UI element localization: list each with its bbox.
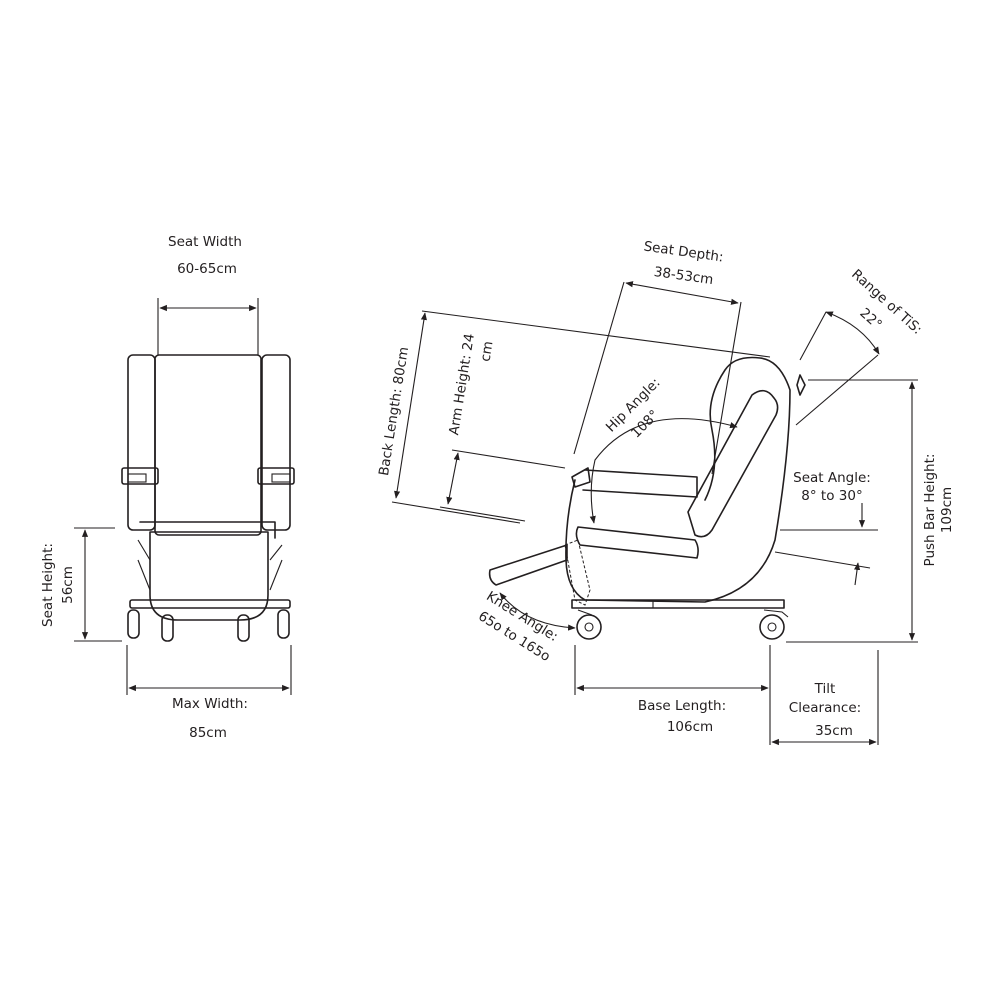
tilt-clearance-label-line1: Tilt <box>814 681 836 697</box>
side-caster-wheels <box>576 609 789 640</box>
seat-angle-dimension: Seat Angle: 8° to 30° <box>774 470 878 586</box>
side-view-chair <box>488 356 806 640</box>
push-bar-height-value: 109cm <box>939 487 955 533</box>
seat-angle-label: Seat Angle: <box>793 470 871 486</box>
arm-height-dimension: Arm Height: 24 cm <box>439 332 566 522</box>
push-bar-height-dimension: Push Bar Height: 109cm <box>786 379 955 643</box>
arm-height-unit: cm <box>478 340 497 363</box>
tilt-clearance-dimension: Tilt Clearance: 35cm <box>771 650 879 746</box>
seat-width-dimension: Seat Width 60-65cm <box>157 234 259 355</box>
seat-width-value: 60-65cm <box>177 261 237 277</box>
arm-height-label: Arm Height: 24 <box>446 332 478 436</box>
seat-height-value: 56cm <box>60 566 76 604</box>
knee-angle-dimension: Knee Angle: 65o to 165o <box>475 588 576 665</box>
max-width-dimension: Max Width: 85cm <box>126 645 292 741</box>
caster-wheels <box>127 609 290 642</box>
front-view-chair <box>121 354 295 642</box>
seat-angle-value: 8° to 30° <box>801 488 862 504</box>
seat-depth-dimension: Seat Depth: 38-53cm <box>573 239 742 475</box>
seat-depth-value: 38-53cm <box>653 264 714 288</box>
seat-depth-label: Seat Depth: <box>643 239 725 266</box>
push-bar-height-label: Push Bar Height: <box>922 454 938 567</box>
base-length-dimension: Base Length: 106cm <box>574 645 771 745</box>
seat-width-label: Seat Width <box>168 234 242 250</box>
max-width-value: 85cm <box>189 725 227 741</box>
range-of-tis-dimension: Range of TiS: 22° <box>795 266 925 426</box>
range-of-tis-value: 22° <box>856 305 884 333</box>
base-length-value: 106cm <box>667 719 713 735</box>
seat-height-dimension: Seat Height: 56cm <box>40 527 122 642</box>
back-length-label: Back Length: 80cm <box>376 346 412 477</box>
seat-height-label: Seat Height: <box>40 543 56 627</box>
range-of-tis-label: Range of TiS: <box>848 266 925 338</box>
tilt-clearance-value: 35cm <box>815 723 853 739</box>
tilt-clearance-label-line2: Clearance: <box>789 700 861 716</box>
base-length-label: Base Length: <box>638 698 726 714</box>
max-width-label: Max Width: <box>172 696 248 712</box>
